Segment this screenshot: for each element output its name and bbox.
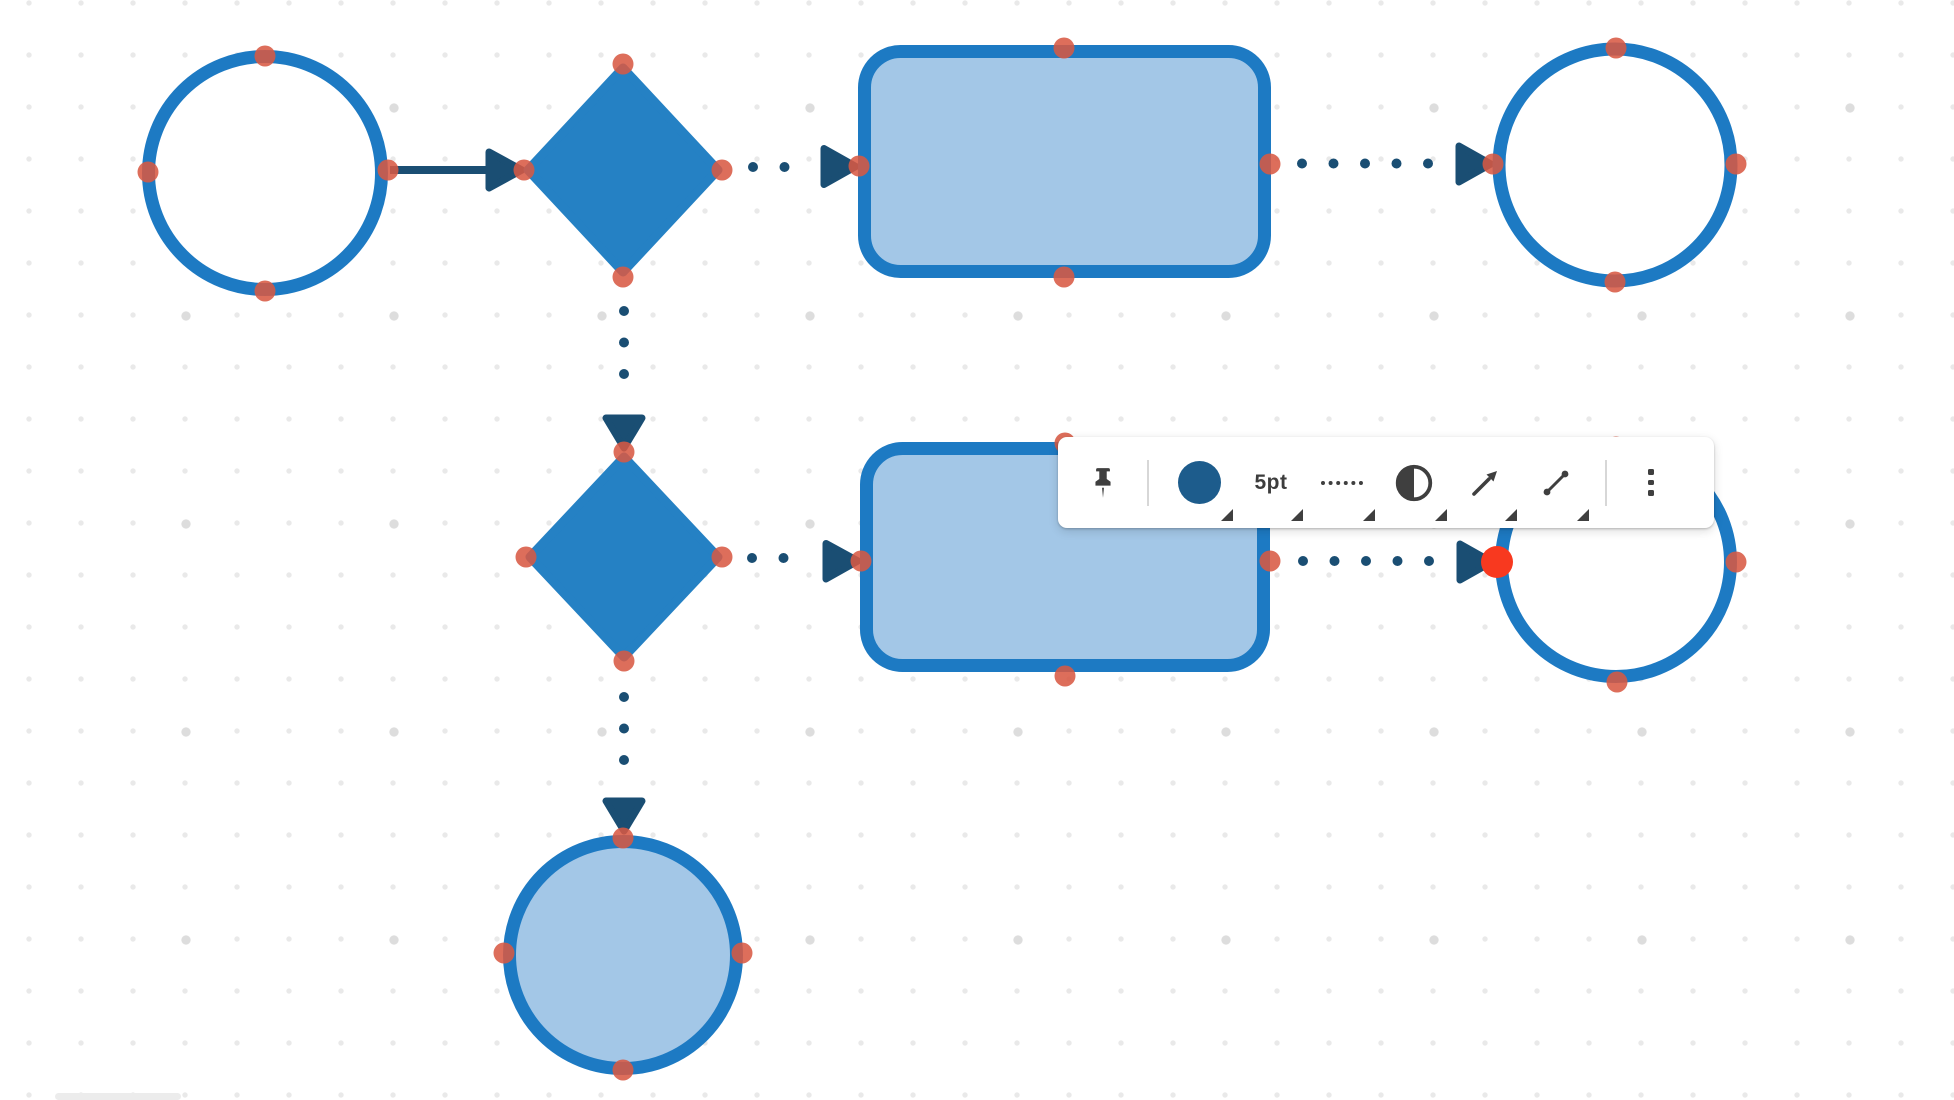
line-width-value: 5pt — [1254, 470, 1288, 494]
node-rect-1[interactable] — [858, 45, 1271, 278]
anchor-point[interactable] — [731, 942, 753, 964]
horizontal-scrollbar-thumb[interactable] — [55, 1093, 181, 1100]
more-options-button[interactable] — [1620, 437, 1682, 528]
anchor-point[interactable] — [137, 161, 159, 183]
pin-icon — [1090, 466, 1116, 500]
arrowhead-icon — [602, 797, 646, 835]
node-circle-start[interactable] — [142, 50, 388, 296]
anchor-point[interactable] — [254, 280, 276, 302]
anchor-point[interactable] — [1725, 551, 1747, 573]
arrowhead-icon — [1456, 540, 1496, 584]
selected-endpoint-handle[interactable] — [1481, 546, 1513, 578]
filled-circle-swatch-icon — [1177, 461, 1221, 504]
anchor-point[interactable] — [513, 159, 535, 181]
anchor-point[interactable] — [1606, 671, 1628, 693]
line-style-button[interactable] — [1306, 437, 1378, 528]
anchor-point[interactable] — [1725, 153, 1747, 175]
pin-button[interactable] — [1072, 437, 1134, 528]
anchor-point[interactable] — [377, 159, 399, 181]
anchor-point[interactable] — [848, 155, 870, 177]
arrowhead-icon — [1455, 142, 1495, 186]
contrast-button[interactable] — [1378, 437, 1450, 528]
line-width-button[interactable]: 5pt — [1236, 437, 1306, 528]
dropdown-corner-icon — [1221, 509, 1233, 521]
node-circle-terminal[interactable] — [503, 835, 743, 1075]
diagonal-arrow-icon — [1467, 465, 1503, 501]
arrowhead-button[interactable] — [1450, 437, 1520, 528]
floating-format-toolbar: 5pt — [1058, 437, 1714, 528]
anchor-point[interactable] — [1259, 550, 1281, 572]
anchor-group — [137, 37, 1747, 1081]
arrowhead-icon — [602, 414, 646, 452]
anchor-point[interactable] — [612, 266, 634, 288]
node-diamond-1[interactable] — [523, 63, 723, 277]
fill-color-button[interactable] — [1162, 437, 1236, 528]
node-diamond-2[interactable] — [525, 452, 723, 662]
half-filled-circle-icon — [1393, 462, 1435, 504]
anchor-point[interactable] — [711, 546, 733, 568]
arrowhead-icon — [820, 145, 860, 188]
anchor-point[interactable] — [850, 550, 872, 572]
node-circle-end-top[interactable] — [1492, 42, 1738, 288]
toolbar-divider — [1147, 459, 1149, 506]
dropdown-corner-icon — [1363, 509, 1375, 521]
anchor-point[interactable] — [1259, 153, 1281, 175]
anchor-point[interactable] — [612, 1059, 634, 1081]
dropdown-corner-icon — [1577, 509, 1589, 521]
connector-type-button[interactable] — [1520, 437, 1592, 528]
anchor-point[interactable] — [1053, 37, 1075, 59]
diagonal-line-endpoints-icon — [1538, 465, 1574, 501]
vertical-ellipsis-icon — [1648, 469, 1654, 496]
dropdown-corner-icon — [1435, 509, 1447, 521]
toolbar-divider — [1605, 459, 1607, 506]
dotted-line-icon — [1321, 480, 1363, 485]
anchor-point[interactable] — [613, 650, 635, 672]
anchor-point[interactable] — [254, 45, 276, 67]
anchor-point[interactable] — [613, 441, 635, 463]
anchor-point[interactable] — [1605, 37, 1627, 59]
anchor-point[interactable] — [612, 827, 634, 849]
anchor-point[interactable] — [1054, 665, 1076, 687]
arrowhead-icon — [485, 148, 526, 192]
anchor-point[interactable] — [711, 159, 733, 181]
anchor-point[interactable] — [493, 942, 515, 964]
dropdown-corner-icon — [1505, 509, 1517, 521]
anchor-point[interactable] — [1604, 271, 1626, 293]
dropdown-corner-icon — [1291, 509, 1303, 521]
anchor-point[interactable] — [1482, 153, 1504, 175]
arrowhead-icon — [822, 540, 862, 583]
anchor-point[interactable] — [515, 546, 537, 568]
anchor-point[interactable] — [1053, 266, 1075, 288]
anchor-point[interactable] — [612, 53, 634, 75]
